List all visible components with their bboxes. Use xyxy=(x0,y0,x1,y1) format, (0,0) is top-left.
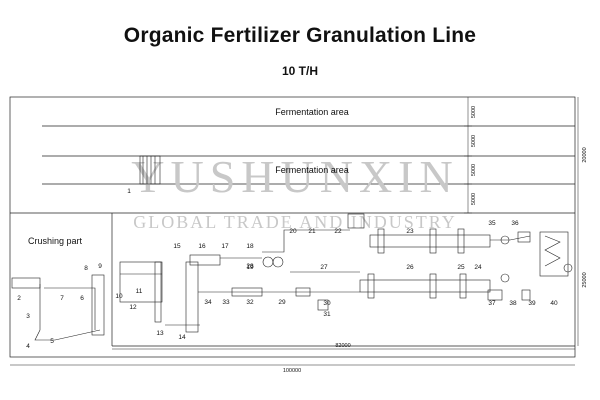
watermark-logo: YUSHUNXIN xyxy=(131,151,458,202)
callout-32: 32 xyxy=(246,299,254,306)
callout-15: 15 xyxy=(173,243,181,250)
callout-17: 17 xyxy=(221,243,229,250)
dimension-inner-width: 82000 xyxy=(335,343,350,349)
crushing-conveyor xyxy=(34,284,101,341)
callout-1: 1 xyxy=(127,188,131,195)
callout-16: 16 xyxy=(198,243,206,250)
callout-35: 35 xyxy=(488,220,496,227)
feeder-machine xyxy=(11,277,41,289)
callout-27: 27 xyxy=(320,264,328,271)
dimension-right-2: 25000 xyxy=(582,272,588,287)
callout-10: 10 xyxy=(115,293,123,300)
callout-29: 29 xyxy=(278,299,286,306)
hot-air-stove xyxy=(517,231,531,243)
callout-21: 21 xyxy=(308,228,316,235)
callout-11: 11 xyxy=(136,288,143,295)
furnace xyxy=(539,231,569,277)
dimension-row-1: 5000 xyxy=(471,106,477,118)
callout-3: 3 xyxy=(26,313,30,320)
callout-36: 36 xyxy=(511,220,519,227)
callout-37: 37 xyxy=(488,300,496,307)
callout-31: 31 xyxy=(323,311,331,318)
callout-34: 34 xyxy=(204,299,212,306)
fan-icon xyxy=(500,235,510,245)
callout-25: 25 xyxy=(457,264,465,271)
granulator-roller xyxy=(262,256,274,268)
top-transfer-conveyor xyxy=(262,229,350,253)
dust-room xyxy=(521,289,531,301)
outer-frame xyxy=(9,96,576,358)
callout-23: 23 xyxy=(406,228,414,235)
crushing-part-label: Crushing part xyxy=(28,236,83,246)
callout-14: 14 xyxy=(178,334,186,341)
vertical-elevator xyxy=(185,261,199,333)
batching-machine xyxy=(189,254,221,266)
callout-18: 18 xyxy=(246,243,254,250)
dimension-total-width: 100000 xyxy=(283,368,301,374)
dimension-row-2: 5000 xyxy=(471,135,477,147)
mixer-unit xyxy=(119,261,163,303)
coating-machine xyxy=(231,287,263,297)
callout-22: 22 xyxy=(334,228,342,235)
rotary-cooler xyxy=(359,279,491,293)
fermentation-area-label-1: Fermentation area xyxy=(275,107,349,117)
callout-26: 26 xyxy=(406,264,414,271)
hopper xyxy=(347,213,365,229)
callout-2: 2 xyxy=(17,295,21,302)
fermentation-area-label-2: Fermentation area xyxy=(275,165,349,175)
callout-9: 9 xyxy=(98,263,102,270)
dimension-right-1: 20000 xyxy=(582,147,588,162)
page-subtitle: 10 T/H xyxy=(281,64,318,78)
mixer-conveyor xyxy=(154,261,162,323)
callout-20: 20 xyxy=(289,228,297,235)
bucket-elevator xyxy=(91,274,105,336)
callout-6: 6 xyxy=(80,295,84,302)
callout-7: 7 xyxy=(60,295,64,302)
callout-40: 40 xyxy=(550,300,558,307)
callout-38: 38 xyxy=(509,300,517,307)
callout-5: 5 xyxy=(50,338,54,345)
dimension-row-3: 5000 xyxy=(471,164,477,176)
callout-4: 4 xyxy=(26,343,30,350)
callout-12: 12 xyxy=(129,304,137,311)
packing-scale xyxy=(317,299,329,311)
dust-duct xyxy=(490,235,531,241)
callout-28: 28 xyxy=(246,263,254,270)
watermark-tagline: GLOBAL TRADE AND INDUSTRY xyxy=(133,212,457,232)
compost-turner-machine xyxy=(139,155,161,185)
cyclone xyxy=(487,289,503,301)
dimension-row-4: 5000 xyxy=(471,193,477,205)
page-title: Organic Fertilizer Granulation Line xyxy=(123,24,477,47)
callout-13: 13 xyxy=(156,330,164,337)
callout-39: 39 xyxy=(528,300,536,307)
callout-24: 24 xyxy=(474,264,482,271)
callout-8: 8 xyxy=(84,265,88,272)
callout-33: 33 xyxy=(222,299,230,306)
callout-19: 19 xyxy=(246,264,254,271)
callout-30: 30 xyxy=(323,300,331,307)
